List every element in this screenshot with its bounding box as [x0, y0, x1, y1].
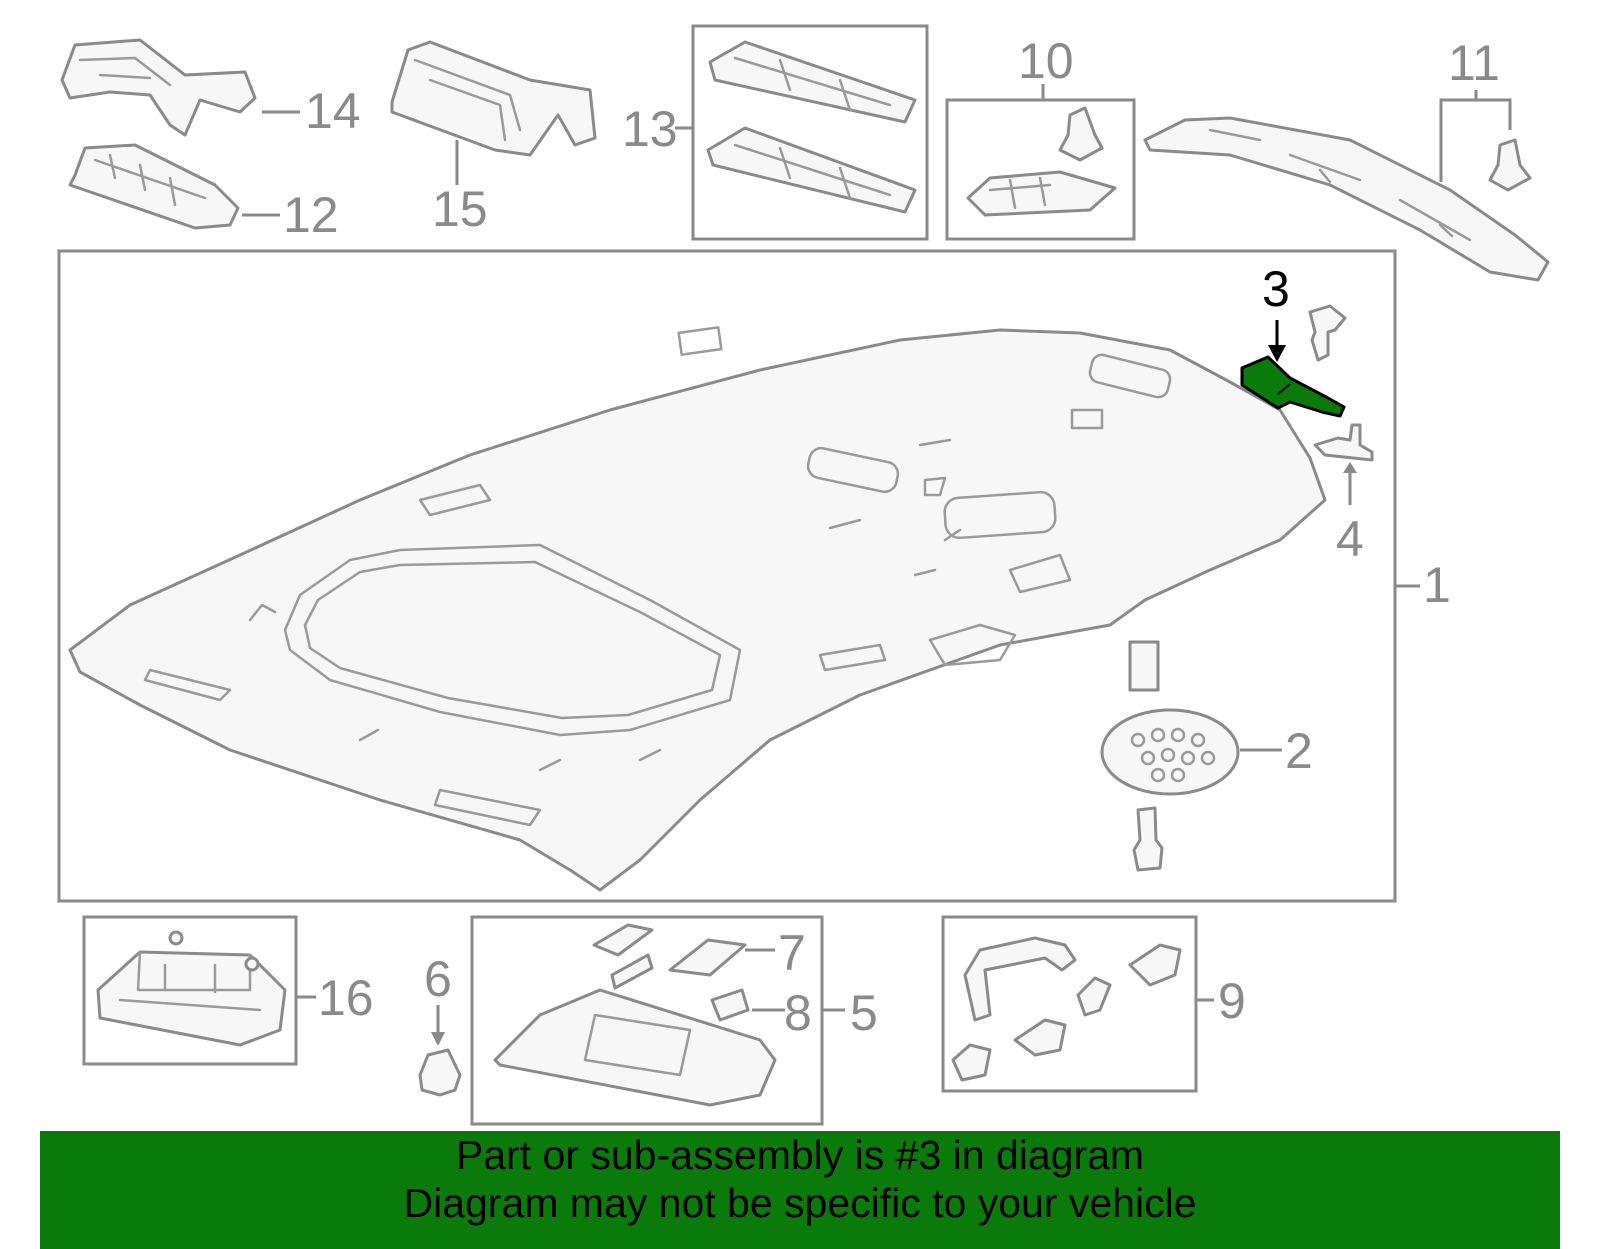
part-6-clip [418, 1048, 462, 1097]
info-banner: Part or sub-assembly is #3 in diagram Di… [40, 1131, 1560, 1249]
callout-7: 7 [778, 925, 806, 981]
part-16-console [96, 930, 287, 1047]
callout-15: 15 [432, 181, 488, 237]
callout-1: 1 [1423, 557, 1451, 613]
part-1-headliner [68, 326, 1327, 892]
part-11-trim-panel [1143, 116, 1550, 282]
callout-16: 16 [318, 970, 374, 1026]
part-9-grab-handle-and-clips [951, 936, 1182, 1082]
banner-line-1: Part or sub-assembly is #3 in diagram [455, 1132, 1145, 1178]
box-5 [470, 915, 824, 1126]
part-5-sun-visor [493, 988, 777, 1107]
part-8-pad [710, 988, 750, 1022]
part-13-pads [706, 40, 917, 214]
part-4-clip [1313, 423, 1374, 462]
banner-line-2: Diagram may not be specific to your vehi… [403, 1180, 1197, 1226]
callout-5: 5 [850, 985, 878, 1041]
callout-9: 9 [1218, 973, 1246, 1029]
part-2-grille [1100, 640, 1240, 872]
callout-13: 13 [622, 101, 678, 157]
callout-6: 6 [424, 951, 452, 1007]
box-1 [57, 249, 1397, 903]
callout-10: 10 [1018, 33, 1074, 89]
callout-4: 4 [1336, 511, 1364, 567]
callout-2: 2 [1285, 723, 1313, 779]
box-10 [945, 98, 1136, 241]
screw-icon [1308, 304, 1347, 362]
callout-8: 8 [784, 985, 812, 1041]
box-16 [82, 915, 298, 1066]
box-13 [691, 24, 929, 241]
callout-14: 14 [305, 83, 361, 139]
part-10-clip-and-bracket [966, 106, 1117, 217]
callout-3: 3 [1262, 261, 1290, 317]
box-9 [941, 915, 1198, 1093]
part-7-pads [592, 923, 747, 990]
callout-12: 12 [283, 187, 339, 243]
part-12-lamp [68, 143, 240, 230]
part-15-bracket [390, 40, 597, 157]
part-14-bracket [60, 38, 257, 137]
callout-11: 11 [1448, 35, 1500, 91]
part-3-highlighted [1240, 355, 1346, 418]
